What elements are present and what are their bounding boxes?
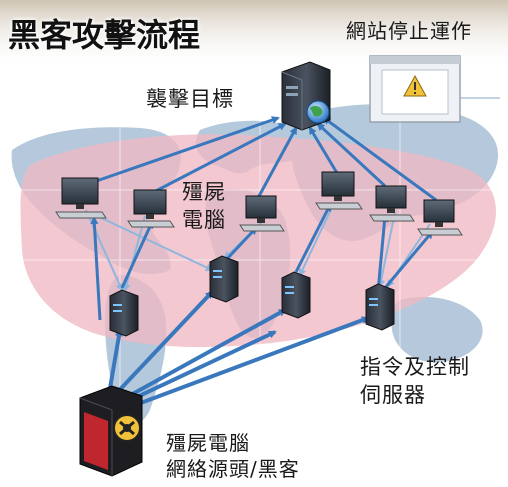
cc-server-label-line-2: 伺服器 bbox=[360, 383, 426, 407]
zombie-pc-label: 殭屍 電腦 bbox=[182, 178, 226, 234]
cc-server-label-line-1: 指令及控制 bbox=[360, 355, 470, 379]
server-tower-icon bbox=[209, 255, 239, 303]
attack-links bbox=[81, 116, 437, 321]
desktop-pc-icon bbox=[315, 171, 363, 210]
website-down-label: 網站停止運作 bbox=[346, 19, 472, 43]
server-globe-icon bbox=[281, 61, 331, 131]
server-tower-icon bbox=[281, 271, 311, 319]
hacker-server-icon bbox=[79, 385, 143, 477]
zombie-source-label: 殭屍電腦 網絡源頭/黑客 bbox=[166, 430, 300, 482]
zombie-source-label-line-1: 殭屍電腦 bbox=[166, 431, 250, 455]
desktop-pc-icon bbox=[369, 185, 415, 222]
desktop-pc-icon bbox=[55, 177, 107, 219]
zombie-source-label-line-2: 網絡源頭/黑客 bbox=[166, 457, 300, 481]
desktop-pc-icon bbox=[239, 195, 285, 232]
page-title: 黑客攻擊流程 bbox=[8, 16, 201, 54]
zombie-pcs bbox=[55, 171, 463, 236]
cc-servers bbox=[109, 255, 395, 337]
desktop-pc-icon bbox=[127, 189, 175, 228]
zombie-pc-label-line-2: 電腦 bbox=[182, 208, 226, 232]
warning-window-icon bbox=[369, 55, 500, 123]
cc-server-label: 指令及控制 伺服器 bbox=[360, 353, 470, 409]
attack-target-label: 襲擊目標 bbox=[146, 87, 234, 111]
desktop-pc-icon bbox=[417, 199, 463, 236]
zombie-pc-label-line-1: 殭屍 bbox=[182, 180, 226, 204]
server-tower-icon bbox=[109, 289, 139, 337]
command-links bbox=[106, 290, 370, 412]
server-tower-icon bbox=[365, 283, 395, 331]
